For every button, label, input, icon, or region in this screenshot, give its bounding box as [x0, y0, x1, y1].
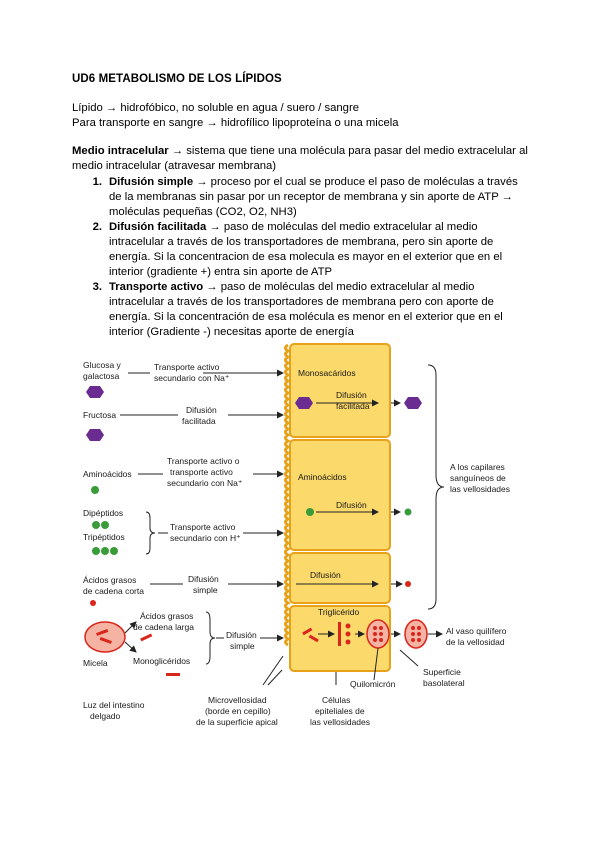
- lipid-definition: Lípido → hidrofóbico, no soluble en agua…: [72, 102, 360, 114]
- list-text: → paso de moléculas del medio extracelul…: [109, 221, 503, 278]
- hexagon-icon: [295, 397, 313, 409]
- list-item: 2. Difusión facilitada → paso de molécula…: [80, 220, 532, 280]
- luz-label: delgado: [90, 711, 121, 721]
- superficie-label: basolateral: [423, 678, 465, 688]
- list-item: 3. Transporte activo → paso de moléculas …: [80, 280, 532, 340]
- microvellosidad-label: (borde en cepillo): [205, 706, 271, 716]
- list-number: 3.: [92, 281, 102, 293]
- medio-text: → sistema que tiene una molécula para pa…: [72, 145, 528, 172]
- chylomicron: [404, 619, 428, 649]
- acidos-larga-label: Ácidos grasos: [140, 611, 193, 621]
- transport-label: facilitada: [182, 416, 216, 426]
- list-text: → proceso por el cual se produce el paso…: [109, 176, 518, 218]
- glucosa-label: Glucosa y: [83, 360, 122, 370]
- quilifero-label: Al vaso quilífero: [446, 626, 507, 636]
- difusion-facilitada-label: Difusión: [336, 390, 367, 400]
- transport-label: transporte activo: [170, 467, 233, 477]
- list-term: Transporte activo: [109, 281, 204, 293]
- list-number: 1.: [92, 176, 102, 188]
- list-text: → paso de moléculas del medio extracelul…: [109, 281, 503, 338]
- list-term: Difusión facilitada: [109, 221, 207, 233]
- quilomicron-label: Quilomicrón: [350, 679, 396, 689]
- difusion-label: Difusión: [310, 570, 341, 580]
- luz-label: Luz del intestino: [83, 700, 145, 710]
- fatty-acid-dot: [405, 581, 411, 587]
- fatty-acid-dot: [90, 600, 96, 606]
- micela-label: Micela: [83, 658, 108, 668]
- transport-label: simple: [230, 641, 255, 651]
- acidos-corta-label: de cadena corta: [83, 586, 144, 596]
- quilifero-label: de la vellosidad: [446, 637, 505, 647]
- difusion-facilitada-label: facilitada: [336, 401, 370, 411]
- capilares-label: las vellosidades: [450, 484, 510, 494]
- transport-label: Difusión: [186, 405, 217, 415]
- difusion-label: Difusión: [336, 500, 367, 510]
- acidos-corta-label: Ácidos grasos: [83, 575, 136, 585]
- dipeptide-dot: [92, 521, 100, 529]
- epithelial-cell: [289, 439, 391, 551]
- celulas-label: las vellosidades: [310, 717, 370, 727]
- tripeptide-dot: [101, 547, 109, 555]
- document-title: UD6 METABOLISMO DE LOS LÍPIDOS: [72, 73, 282, 85]
- aminoacidos-label: Aminoácidos: [83, 469, 132, 479]
- transport-list: 1. Difusión simple → proceso por el cual …: [80, 175, 532, 340]
- bracket: [205, 611, 216, 665]
- epithelial-cell: [289, 552, 391, 604]
- micelle: [84, 621, 126, 653]
- tripeptide-dot: [110, 547, 118, 555]
- medio-intracelular-paragraph: Medio intracelular → sistema que tiene u…: [72, 144, 532, 174]
- monosacaridos-label: Monosacáridos: [298, 368, 356, 378]
- medio-term: Medio intracelular: [72, 145, 169, 157]
- dipeptide-dot: [101, 521, 109, 529]
- amino-acid-dot: [404, 508, 412, 516]
- celulas-label: epiteliales de: [315, 706, 365, 716]
- transport-label: simple: [193, 585, 218, 595]
- monogliceridos-label: Monoglicéridos: [133, 656, 190, 666]
- transport-label: Transporte activo: [170, 522, 236, 532]
- transport-label: Difusión: [188, 574, 219, 584]
- list-number: 2.: [92, 221, 102, 233]
- glucosa-label: galactosa: [83, 371, 120, 381]
- brush-border: [284, 343, 291, 647]
- transport-label: Transporte activo: [154, 362, 220, 372]
- superficie-label: Superficie: [423, 667, 461, 677]
- transport-label: secundario con H⁺: [170, 533, 241, 543]
- list-term: Difusión simple: [109, 176, 194, 188]
- microvellosidad-label: de la superficie apical: [196, 717, 278, 727]
- tripeptide-dot: [92, 547, 100, 555]
- transport-label: secundario con Na⁺: [167, 478, 242, 488]
- hexagon-icon: [86, 386, 104, 398]
- tripeptidos-label: Tripéptidos: [83, 532, 125, 542]
- microvellosidad-label: Microvellosidad: [208, 695, 267, 705]
- epithelial-cell: [289, 343, 391, 438]
- capilares-label: A los capilares: [450, 462, 505, 472]
- amino-acid-dot: [306, 508, 314, 516]
- transport-label: secundario con Na⁺: [154, 373, 229, 383]
- trigliceridos-label: Triglicérido: [318, 607, 360, 617]
- transport-label: Transporte activo o: [167, 456, 240, 466]
- amino-acid-dot: [91, 486, 99, 494]
- absorption-diagram: Glucosa y galactosa Transporte activo se…: [83, 343, 510, 727]
- bracket: [427, 364, 445, 610]
- hexagon-icon: [404, 397, 422, 409]
- blood-transport-definition: Para transporte en sangre → hidrofílico …: [72, 117, 399, 129]
- dipeptidos-label: Dipéptidos: [83, 508, 123, 518]
- bracket: [145, 511, 156, 555]
- absorption-figure: Glucosa y galactosa Transporte activo se…: [78, 340, 538, 740]
- transport-label: Difusión: [226, 630, 257, 640]
- capilares-label: sanguíneos de: [450, 473, 506, 483]
- celulas-label: Células: [322, 695, 350, 705]
- fructosa-label: Fructosa: [83, 410, 116, 420]
- aminoacidos-cell-label: Aminoácidos: [298, 472, 347, 482]
- hexagon-icon: [86, 429, 104, 441]
- chylomicron: [366, 619, 390, 649]
- list-item: 1. Difusión simple → proceso por el cual …: [80, 175, 532, 220]
- acidos-larga-label: de cadena larga: [133, 622, 194, 632]
